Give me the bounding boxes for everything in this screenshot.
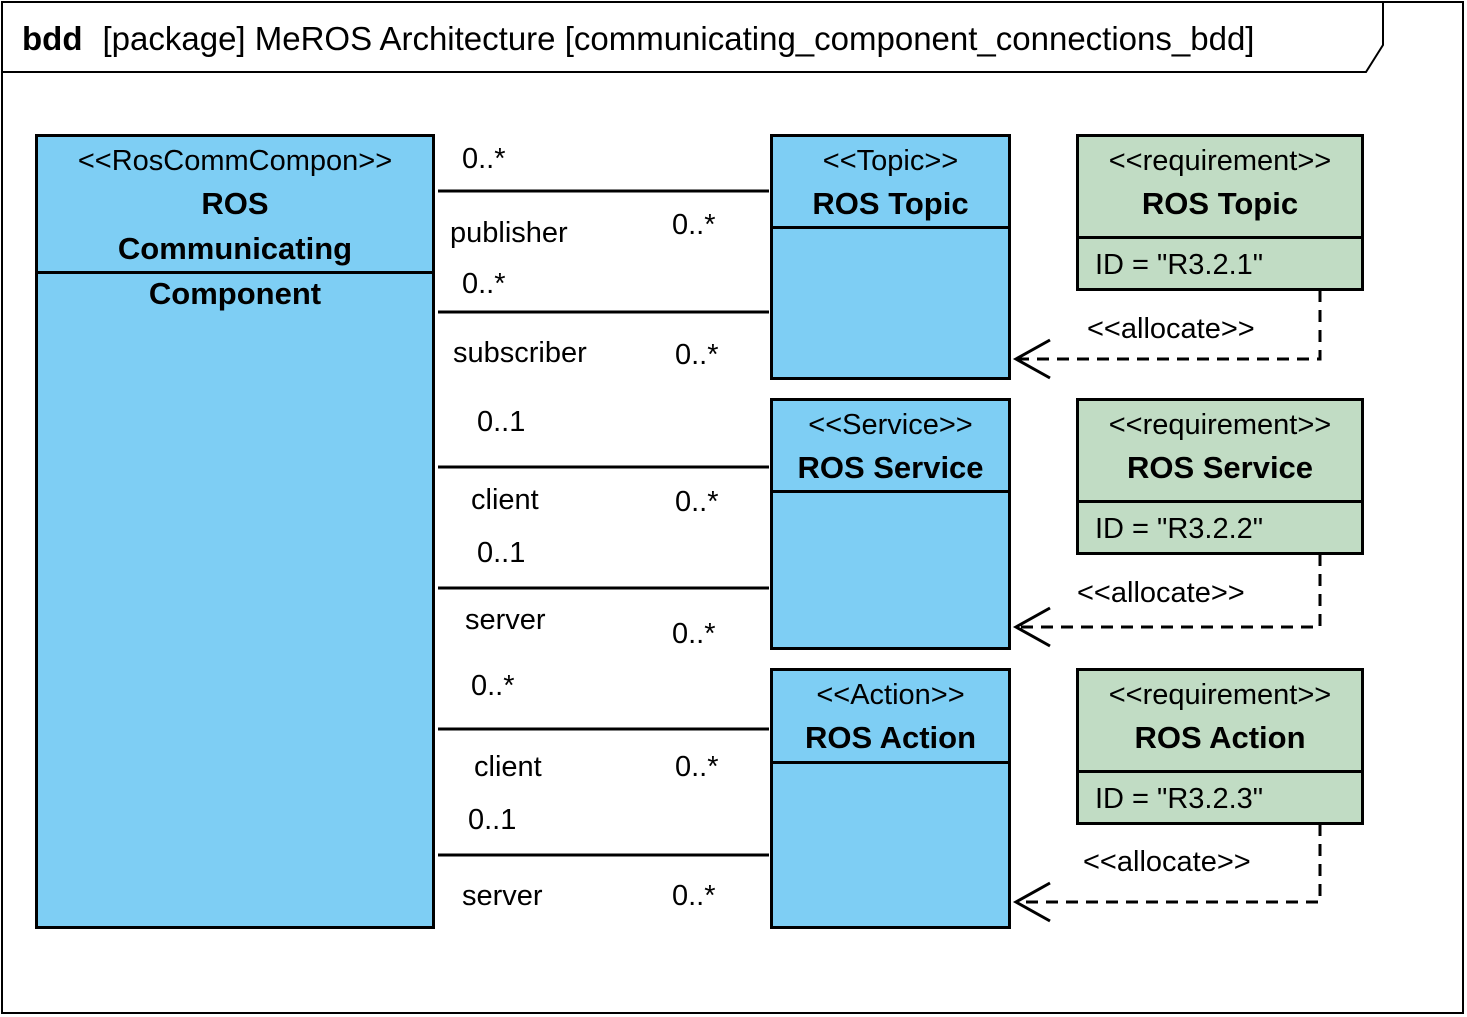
block-header: <<Service>> ROS Service [773,401,1008,493]
requirement-stereotype: <<requirement>> [1108,145,1332,177]
block-stereotype: <<Action>> [816,679,965,711]
block-stereotype: <<Topic>> [822,145,959,177]
frame-name-tab [2,2,1384,73]
block-header: <<Action>> ROS Action [773,671,1008,764]
requirement-id: ID = "R3.2.3" [1095,783,1264,815]
requirement-name: ROS Action [1134,720,1306,755]
action-client-component-multiplicity: 0..* [471,670,515,702]
action-server-component-multiplicity: 0..1 [468,804,517,836]
block-ros-service[interactable]: <<Service>> ROS Service [770,398,1011,650]
block-stereotype: <<RosCommCompon>> [77,145,393,177]
action-server-target-multiplicity: 0..* [672,880,716,912]
requirement-ros-topic[interactable]: <<requirement>> ROS Topic ID = "R3.2.1" [1076,134,1364,291]
block-header: <<RosCommCompon>> ROS Communicating Comp… [38,137,432,311]
action-client-target-multiplicity: 0..* [675,751,719,783]
service-server-target-multiplicity: 0..* [672,618,716,650]
block-ros-communicating-component[interactable]: <<RosCommCompon>> ROS Communicating Comp… [35,134,435,929]
requirement-id: ID = "R3.2.1" [1095,249,1264,281]
requirement-header: <<requirement>> ROS Service [1079,401,1361,503]
block-name: ROS Communicating Component [117,186,353,311]
requirement-header: <<requirement>> ROS Action [1079,671,1361,773]
service-client-target-multiplicity: 0..* [675,486,719,518]
block-ros-topic[interactable]: <<Topic>> ROS Topic [770,134,1011,380]
frame-kind: bdd [22,20,83,57]
requirement-stereotype: <<requirement>> [1108,679,1332,711]
frame-title: [package] MeROS Architecture [communicat… [102,20,1255,57]
requirement-header: <<requirement>> ROS Topic [1079,137,1361,239]
subscriber-role-label: subscriber [453,337,587,369]
requirement-id: ID = "R3.2.2" [1095,513,1264,545]
block-ros-action[interactable]: <<Action>> ROS Action [770,668,1011,929]
publisher-role-label: publisher [450,217,568,249]
block-name: ROS Action [804,720,977,755]
requirement-name: ROS Topic [1141,186,1299,221]
block-header: <<Topic>> ROS Topic [773,137,1008,229]
allocate-action-label: <<allocate>> [1083,846,1251,878]
allocate-action-arrow [1012,824,1322,923]
allocate-topic-label: <<allocate>> [1087,313,1255,345]
requirement-ros-action[interactable]: <<requirement>> ROS Action ID = "R3.2.3" [1076,668,1364,825]
subscriber-target-multiplicity: 0..* [675,339,719,371]
action-client-role-label: client [474,751,542,783]
block-name: ROS Topic [812,186,969,221]
allocate-service-arrow [1012,554,1322,648]
service-server-role-label: server [465,604,546,636]
allocate-service-label: <<allocate>> [1077,577,1245,609]
service-client-role-label: client [471,484,539,516]
action-server-role-label: server [462,880,543,912]
service-client-component-multiplicity: 0..1 [477,406,526,438]
requirement-name: ROS Service [1126,450,1314,485]
service-server-component-multiplicity: 0..1 [477,537,526,569]
publisher-component-multiplicity: 0..* [462,143,506,175]
frame-heading: bdd [package] MeROS Architecture [communi… [22,20,1254,58]
allocate-topic-arrow [1012,290,1322,380]
requirement-stereotype: <<requirement>> [1108,409,1332,441]
block-stereotype: <<Service>> [808,409,973,441]
subscriber-component-multiplicity: 0..* [462,268,506,300]
block-name: ROS Service [797,450,984,485]
requirement-ros-service[interactable]: <<requirement>> ROS Service ID = "R3.2.2… [1076,398,1364,555]
publisher-target-multiplicity: 0..* [672,209,716,241]
